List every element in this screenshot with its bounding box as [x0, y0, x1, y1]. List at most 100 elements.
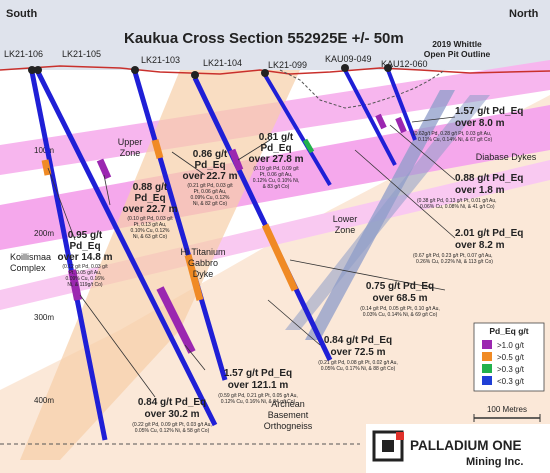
leader-line	[103, 174, 111, 206]
assay-segment-2	[41, 159, 52, 176]
drill-holes	[28, 64, 417, 441]
hole-trace-lk21-106	[29, 71, 108, 441]
depth-tick-100: 100m	[34, 146, 54, 155]
collar-kau09-049	[341, 64, 349, 72]
assay-segment-4	[156, 286, 196, 354]
hole-trace-kau09-049	[343, 69, 397, 166]
collar-lk21-099	[261, 69, 269, 77]
hole-label-lk21-099: LK21-099	[268, 60, 307, 70]
legend-swatch-4	[482, 376, 492, 385]
lower-zone-line1: Lower	[333, 214, 358, 224]
upper-zone-line1: Upper	[118, 137, 143, 147]
hi-ti-line2: Gabbro	[188, 258, 218, 268]
hole-trace-lk21-099	[263, 73, 332, 187]
intercept-4-detail2: 0.06% Cu, 0.08% Ni, & 41 g/t Co)	[420, 204, 495, 210]
intercept-5-line1: 0.88 g/t	[133, 182, 168, 193]
company-logo: PALLADIUM ONE Mining Inc.	[366, 424, 550, 473]
legend-label-4: <0.3 g/t	[497, 377, 525, 386]
intercept-3-line1: 0.86 g/t	[193, 149, 228, 160]
compass-south: South	[6, 8, 37, 20]
intercept-6-line1: 2.01 g/t Pd_Eq	[455, 228, 523, 239]
intercept-8-detail2: 0.03% Cu, 0.14% Ni, & 69 g/t Co)	[363, 312, 438, 318]
intercept-3-detail4: Ni, & 82 g/t Co)	[193, 201, 228, 207]
leader-line	[354, 149, 456, 239]
hole-label-lk21-105: LK21-105	[62, 49, 101, 59]
hole-label-lk21-106: LK21-106	[4, 49, 43, 59]
pit-outline	[279, 69, 446, 109]
leader-line	[184, 344, 206, 371]
hole-labels: LK21-106 LK21-105 LK21-103 LK21-104 LK21…	[4, 49, 428, 70]
hole-trace-lk21-103	[132, 71, 228, 381]
intercept-5-detail1: (0.10 g/t Pd, 0.03 g/t	[127, 216, 173, 222]
collar-lk21-104	[191, 71, 199, 79]
intercept-2-line1: 0.81 g/t	[259, 132, 294, 143]
depth-axis: 100m 200m 300m 400m	[34, 146, 54, 405]
intercept-7-detail3: 0.09% Cu, 0.16%	[66, 276, 105, 282]
assay-segment-6	[184, 254, 204, 301]
logo-line2: Mining Inc.	[466, 456, 523, 468]
depth-tick-300: 300m	[34, 313, 54, 322]
hole-trace-kau12-060	[386, 69, 417, 141]
collar-kau12-060	[384, 64, 392, 72]
intercept-7-detail1: (0.12 g/t Pd, 0.03 g/t	[62, 264, 108, 270]
koillismaa-line2: Complex	[10, 263, 46, 273]
lower-zone-line2: Zone	[335, 225, 356, 235]
intercept-4-detail1: (0.38 g/t Pd, 0.13 g/t Pt, 0.01 g/t Au,	[417, 198, 497, 204]
assay-segment-3	[96, 158, 112, 180]
hole-trace-lk21-104	[192, 76, 333, 362]
legend-label-3: >0.3 g/t	[497, 365, 525, 374]
depth-tick-400: 400m	[34, 396, 54, 405]
intercept-labels: 1.57 g/t Pd_Eq over 8.0 m (0.62g/t Pd, 0…	[57, 106, 523, 434]
archean-line2: Basement	[268, 410, 309, 420]
intercept-11-line2: over 30.2 m	[144, 409, 199, 420]
legend-swatch-3	[482, 364, 492, 373]
assay-segment-1	[68, 269, 82, 301]
diabase-dyke-2	[285, 95, 490, 330]
logo-mark-inner	[382, 440, 394, 452]
leader-line	[171, 151, 206, 176]
sky-band	[0, 0, 550, 70]
legend-title: Pd_Eq g/t	[489, 326, 528, 336]
assay-segment-8	[261, 223, 299, 292]
intercept-1-line2: over 8.0 m	[455, 118, 505, 129]
intercept-9-line1: 0.84 g/t Pd_Eq	[324, 335, 392, 346]
archean-line3: Orthogneiss	[264, 421, 313, 431]
hole-label-kau12-060: KAU12-060	[381, 59, 428, 69]
intercept-3-detail2: Pt, 0.06 g/t Au,	[194, 189, 227, 195]
legend-label-1: >1.0 g/t	[497, 341, 525, 350]
intercept-3-line2: Pd_Eq	[194, 160, 225, 171]
intercept-4-line1: 0.88 g/t Pd_Eq	[455, 173, 523, 184]
legend-label-2: >0.5 g/t	[497, 353, 525, 362]
archean-line1: Archean	[271, 399, 305, 409]
collar-lk21-106	[28, 66, 36, 74]
intercept-4-line2: over 1.8 m	[455, 185, 505, 196]
legend-swatch-1	[482, 340, 492, 349]
logo-line1: PALLADIUM ONE	[410, 438, 522, 453]
intercept-11-detail2: 0.05% Cu, 0.12% Ni, & 58 g/t Co)	[135, 428, 210, 434]
intercept-11-line1: 0.84 g/t Pd_Eq	[138, 397, 206, 408]
intercept-7-detail4: Ni, & 119g/t Co)	[67, 282, 103, 288]
legend: Pd_Eq g/t >1.0 g/t >0.5 g/t >0.3 g/t <0.…	[473, 322, 545, 392]
intercept-1-detail1: (0.62g/t Pd, 0.28 g/t Pt, 0.03 g/t Au,	[413, 131, 491, 137]
intercept-1-detail2: 0.11% Cu, 0.14% Ni, & 67 g/t Co)	[418, 137, 492, 143]
intercept-3-detail3: 0.09% Cu, 0.12%	[191, 195, 230, 201]
intercept-5-detail2: Pt, 0.13 g/t Au,	[134, 222, 167, 228]
leader-line	[389, 124, 456, 181]
pit-label-line1: 2019 Whittle	[432, 39, 482, 49]
leader-line	[237, 139, 271, 161]
intercept-10-line1: 1.57 g/t Pd_Eq	[224, 368, 292, 379]
intercept-9-detail1: (0.21 g/t Pd, 0.08 g/t Pt, 0.02 g/t Au,	[318, 360, 398, 366]
hi-ti-line1: Hi Titanium	[180, 247, 225, 257]
hole-label-lk21-104: LK21-104	[203, 58, 242, 68]
pit-label-line2: Open Pit Outline	[424, 49, 491, 59]
scale-bar: 100 Metres	[473, 405, 541, 422]
collar-lk21-103	[131, 66, 139, 74]
intercept-2-line2: Pd_Eq	[260, 143, 291, 154]
koillismaa-line1: Koillismaa	[10, 252, 51, 262]
intercept-7-line2: Pd_Eq	[69, 241, 100, 252]
intercept-9-line2: over 72.5 m	[330, 347, 385, 358]
intercept-8-detail1: (0.14 g/t Pd, 0.05 g/t Pt, 0.10 g/t Au,	[360, 306, 440, 312]
depth-tick-200: 200m	[34, 229, 54, 238]
